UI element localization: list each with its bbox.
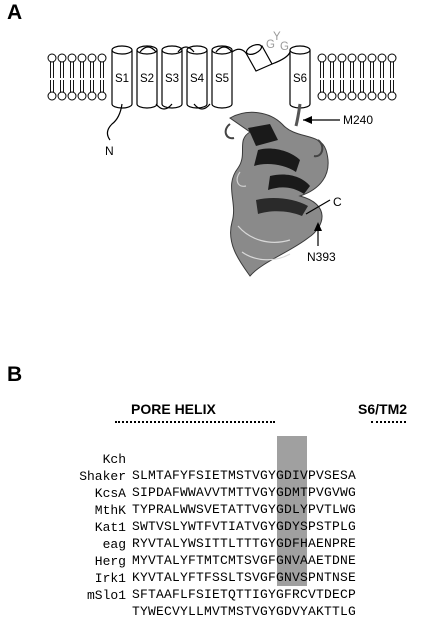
species-name: mSlo1 bbox=[86, 588, 126, 603]
sequence: SFTAAFLFSIETQTTIGYGFRCVTDECP bbox=[132, 587, 357, 602]
c-terminus-label: C bbox=[333, 195, 342, 209]
sequence: TYPRALWWSVETATTVGYGDLYPVTLWG bbox=[132, 502, 357, 517]
selectivity-filter: G Y G bbox=[266, 31, 289, 53]
sequence: SIPDAFWWAVVTMTTVGYGDMTPVGVWG bbox=[132, 485, 357, 500]
segment-label: S2 bbox=[140, 73, 154, 85]
alignment-row: Kch SLMTAFYFSIETMSTVGYGDIVPVSESA bbox=[0, 436, 356, 483]
extracellular-loops bbox=[139, 46, 233, 53]
alignment-row: eag MYVTALYFTMTCMTSVGFGNVAAETDNE bbox=[0, 521, 356, 568]
s5-pore-linker bbox=[231, 48, 247, 54]
transmembrane-segments: S1 S2 S3 S4 S5 S6 bbox=[111, 45, 311, 109]
s6-header: S6/TM2 bbox=[358, 401, 408, 417]
filter-letter: G bbox=[280, 41, 289, 53]
sequence: TYWECVYLLMVTMSTVGYGDVYAKTTLG bbox=[132, 604, 357, 619]
cytoplasmic-ribbon-domain bbox=[224, 103, 329, 277]
species-name: eag bbox=[102, 537, 126, 552]
lipid-molecule bbox=[327, 53, 337, 101]
filter-s6-linker bbox=[271, 51, 291, 65]
n-terminus-tail bbox=[106, 103, 123, 141]
species-name: MthK bbox=[94, 503, 126, 518]
lipid-molecule bbox=[97, 53, 107, 101]
alignment-row: Irk1 SFTAAFLFSIETQTTIGYGFRCVTDECP bbox=[0, 555, 356, 602]
selectivity-filter-highlight bbox=[277, 436, 307, 586]
segment-label: S3 bbox=[165, 73, 179, 85]
m240-label: M240 bbox=[343, 113, 373, 127]
m240-arrowhead bbox=[303, 116, 312, 124]
lipid-molecule bbox=[387, 53, 397, 101]
sequence: RYVTALYWSITTLTTTGYGDFHAENPRE bbox=[132, 536, 357, 551]
n-terminus-label: N bbox=[105, 144, 114, 158]
sequence: SLMTAFYFSIETMSTVGYGDIVPVSESA bbox=[132, 468, 357, 483]
lipid-molecule bbox=[57, 53, 67, 101]
lipid-molecule bbox=[357, 53, 367, 101]
segment-s5: S5 bbox=[211, 45, 233, 109]
species-name: Herg bbox=[94, 554, 126, 569]
lipid-molecule bbox=[317, 53, 327, 101]
filter-letter: Y bbox=[273, 31, 281, 43]
n393-label: N393 bbox=[307, 250, 336, 264]
segment-label: S1 bbox=[115, 73, 129, 85]
intracellular-loops bbox=[155, 103, 211, 110]
segment-s6: S6 bbox=[289, 45, 311, 109]
species-name: Irk1 bbox=[94, 571, 126, 586]
species-name: Shaker bbox=[79, 469, 126, 484]
pore-helix-dotted-line bbox=[115, 421, 275, 423]
s6-dotted-line bbox=[371, 421, 406, 423]
segment-s1: S1 bbox=[111, 45, 133, 109]
lipid-molecule bbox=[77, 53, 87, 101]
filter-letter: G bbox=[266, 39, 275, 51]
segment-label: S6 bbox=[293, 73, 307, 85]
pore-helix-cylinder bbox=[245, 44, 273, 72]
sequence: KYVTALYFTFSSLTSVGFGNVSPNTNSE bbox=[132, 570, 357, 585]
segment-s4: S4 bbox=[186, 45, 208, 109]
lipid-bilayer bbox=[47, 53, 397, 101]
n393-arrowhead bbox=[314, 222, 322, 231]
segment-s3: S3 bbox=[161, 45, 183, 109]
alignment-row: MthK SWTVSLYWTFVTIATVGYGDYSPSTPLG bbox=[0, 487, 356, 534]
s6-linker-ribbon bbox=[294, 103, 302, 127]
alignment-row: Herg KYVTALYFTFSSLTSVGFGNVSPNTNSE bbox=[0, 538, 356, 585]
species-name: Kch bbox=[102, 452, 126, 467]
lipid-molecule bbox=[87, 53, 97, 101]
segment-label: S4 bbox=[190, 73, 205, 85]
alignment-row: Shaker SIPDAFWWAVVTMTTVGYGDMTPVGVWG bbox=[0, 453, 356, 500]
pore-helix-header: PORE HELIX bbox=[131, 401, 216, 417]
lipid-molecule bbox=[367, 53, 377, 101]
species-name: KcsA bbox=[94, 486, 126, 501]
channel-topology-diagram: S1 S2 S3 S4 S5 S6 G Y G N M240 C N393 bbox=[47, 31, 397, 277]
c-terminus-pointer bbox=[305, 199, 331, 215]
lipid-molecule bbox=[47, 53, 57, 101]
lipid-molecule bbox=[377, 53, 387, 101]
alignment-row: Kat1 RYVTALYWSITTLTTTGYGDFHAENPRE bbox=[0, 504, 356, 551]
species-name: Kat1 bbox=[94, 520, 126, 535]
lipid-molecule bbox=[337, 53, 347, 101]
lipid-molecule bbox=[67, 53, 77, 101]
panel-a-label: A bbox=[7, 1, 23, 24]
alignment-row: mSlo1 TYWECVYLLMVTMSTVGYGDVYAKTTLG bbox=[0, 572, 356, 619]
alignment-row: KcsA TYPRALWWSVETATTVGYGDLYPVTLWG bbox=[0, 470, 356, 517]
segment-s2: S2 bbox=[136, 45, 158, 109]
lipid-molecule bbox=[347, 53, 357, 101]
sequence: SWTVSLYWTFVTIATVGYGDYSPSTPLG bbox=[132, 519, 357, 534]
segment-label: S5 bbox=[215, 73, 229, 85]
sequence: MYVTALYFTMTCMTSVGFGNVAAETDNE bbox=[132, 553, 357, 568]
panel-b-label: B bbox=[7, 363, 23, 386]
